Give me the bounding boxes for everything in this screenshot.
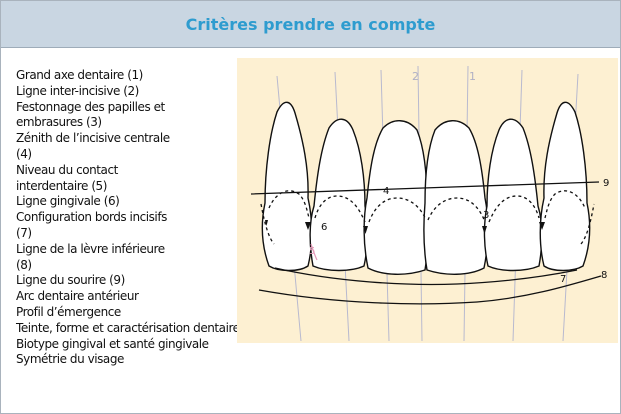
criteria-line: Ligne du sourire (9) xyxy=(16,273,125,288)
criteria-line: Grand axe dentaire (1) xyxy=(16,68,143,82)
incisal-edge-curve xyxy=(274,267,578,286)
teeth-outline xyxy=(261,101,591,275)
criteria-line: Ligne gingivale (6) xyxy=(16,194,120,209)
criteria-line: interdentaire (5) xyxy=(16,178,107,193)
label-5: 5 xyxy=(309,246,315,257)
criteria-line: embrasures (3) xyxy=(16,115,102,130)
lower-lip-line xyxy=(258,275,602,305)
criteria-line: Teinte, forme et caractérisation dentair… xyxy=(16,320,240,335)
dental-smile-svg: 1 2 3 4 5 6 7 8 9 xyxy=(237,58,618,343)
criteria-line: Configuration bords incisifs xyxy=(16,210,167,225)
tooth-right-lateral xyxy=(309,118,369,272)
label-8: 8 xyxy=(601,270,607,281)
criteria-line: (7) xyxy=(16,225,32,240)
label-2: 2 xyxy=(412,70,419,83)
gingival-festoon-line xyxy=(260,190,595,245)
label-6: 6 xyxy=(321,222,327,233)
criteria-list: Grand axe dentaire (1) Ligne inter-incis… xyxy=(16,68,240,368)
criteria-line: Ligne inter-incisive (2) xyxy=(16,83,139,98)
tooth-left-canine xyxy=(539,101,591,272)
criteria-line: Zénith de l’incisive centrale xyxy=(16,131,170,146)
label-3: 3 xyxy=(483,210,489,221)
smile-line xyxy=(250,181,600,195)
dental-smile-diagram: 1 2 3 4 5 6 7 8 9 xyxy=(237,58,618,343)
tooth-right-canine xyxy=(261,101,313,272)
label-7: 7 xyxy=(560,274,566,285)
criteria-line: Symétrie du visage xyxy=(16,352,124,367)
criteria-line: Arc dentaire antérieur xyxy=(16,289,139,304)
label-1: 1 xyxy=(469,70,476,83)
header-bar: Critères prendre en compte xyxy=(1,1,620,48)
label-9: 9 xyxy=(603,178,609,189)
tooth-left-lateral xyxy=(483,118,543,272)
label-4: 4 xyxy=(383,186,389,197)
slide-title: Critères prendre en compte xyxy=(185,14,436,34)
criteria-line: (4) xyxy=(16,146,32,161)
criteria-line: (8) xyxy=(16,257,32,272)
criteria-line: Profil d’émergence xyxy=(16,304,121,319)
interdental-triangles xyxy=(265,220,545,234)
criteria-line: Festonnage des papilles et xyxy=(16,99,165,114)
gingival-pink-mark xyxy=(310,243,318,261)
criteria-line: Niveau du contact xyxy=(16,162,118,177)
criteria-line: Ligne de la lèvre inférieure xyxy=(16,241,165,256)
criteria-line: Biotype gingival et santé gingivale xyxy=(16,336,209,351)
